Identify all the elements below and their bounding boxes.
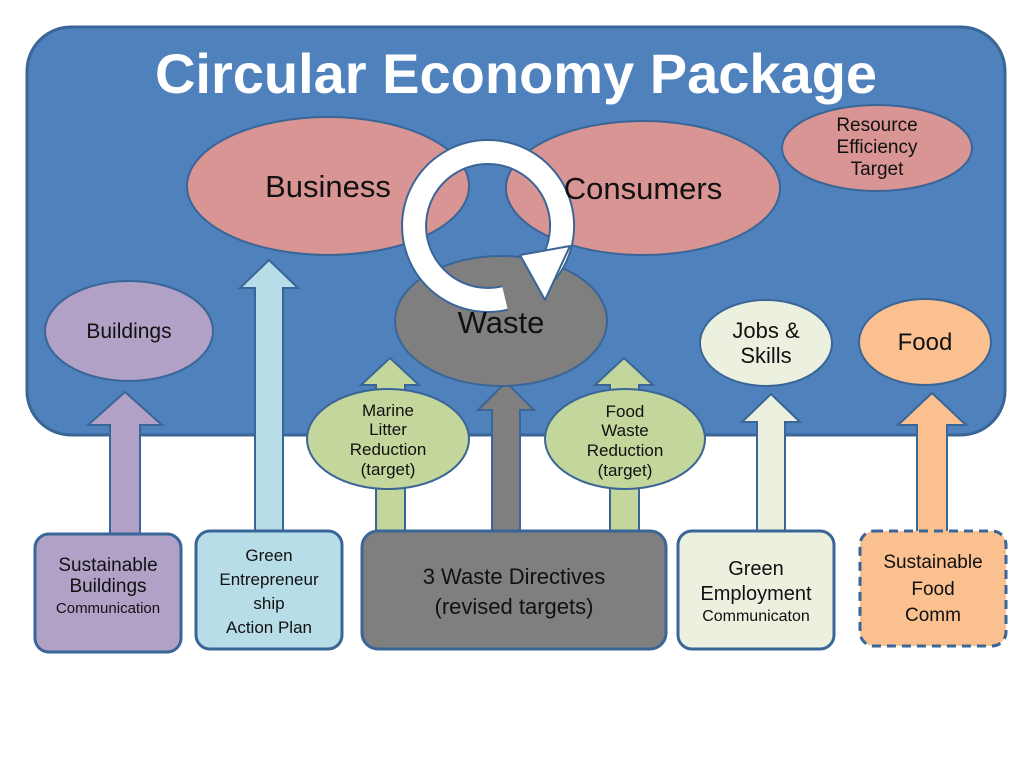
buildings-ellipse xyxy=(44,280,214,382)
green-employment-box xyxy=(676,529,836,651)
jobs-skills-ellipse xyxy=(699,299,833,387)
marine-litter-ellipse xyxy=(306,388,470,490)
resource-efficiency-ellipse xyxy=(781,104,973,192)
arrow-jobs xyxy=(739,392,803,535)
circular-arrow-icon xyxy=(401,138,576,313)
food-waste-ellipse xyxy=(544,388,706,490)
green-entrepreneurship-box xyxy=(194,529,344,651)
waste-directives-box xyxy=(360,529,668,651)
business-ellipse xyxy=(186,116,470,256)
arrow-food xyxy=(895,391,969,535)
arrow-entrepreneurship xyxy=(237,258,301,535)
food-ellipse xyxy=(858,298,992,386)
sustainable-buildings-box xyxy=(33,532,183,654)
sustainable-food-box xyxy=(858,529,1008,648)
arrow-buildings xyxy=(85,390,165,539)
arrow-waste-directives xyxy=(475,380,537,539)
